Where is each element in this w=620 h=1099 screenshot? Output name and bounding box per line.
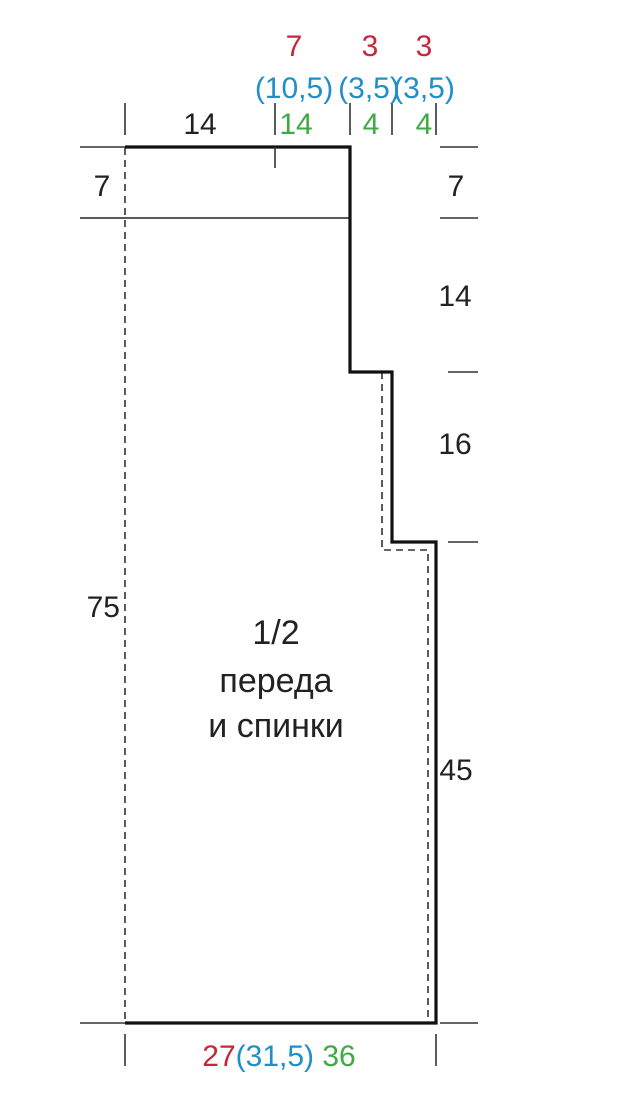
bottom-gap: [314, 1040, 322, 1073]
bottom-width: 27(31,5) 36: [202, 1040, 355, 1073]
right-shoulder-height: 7: [448, 170, 465, 203]
bottom-size2: (31,5): [236, 1040, 314, 1073]
seam-lines: [124, 148, 429, 1022]
top-size3-neck: 14: [279, 108, 312, 141]
piece-outline: [125, 145, 438, 1025]
top-size1-shoulder-b: 3: [416, 30, 433, 63]
piece-label-back: и спинки: [208, 707, 344, 745]
left-shoulder-height: 7: [94, 170, 111, 203]
piece-label-front: переда: [219, 662, 332, 700]
top-size2-neck: (10,5): [255, 72, 333, 105]
left-total-length: 75: [87, 591, 120, 624]
top-size2-shoulder-a: (3,5): [338, 72, 400, 105]
top-size3-shoulder-b: 4: [416, 108, 433, 141]
top-size2-shoulder-b: (3,5): [393, 72, 455, 105]
right-side-length: 45: [439, 754, 472, 787]
right-armhole-height: 16: [438, 428, 471, 461]
top-dimensions: 7 3 3 (10,5) (3,5) (3,5) 14 14 4 4: [183, 30, 455, 141]
bottom-size1: 27: [202, 1040, 235, 1073]
top-size3-shoulder-a: 4: [363, 108, 380, 141]
armhole-seam-line: [381, 372, 429, 1022]
bottom-size3: 36: [322, 1040, 355, 1073]
top-size1-neck: 7: [286, 30, 303, 63]
right-upper-height: 14: [438, 280, 471, 313]
top-size1-shoulder-a: 3: [362, 30, 379, 63]
left-dimensions: 7 75: [87, 170, 120, 624]
top-left-width: 14: [183, 108, 216, 141]
piece-label-fraction: 1/2: [252, 614, 299, 652]
dimension-ticks: [80, 103, 478, 1066]
right-dimensions: 7 14 16 45: [438, 170, 472, 787]
piece-label: 1/2 переда и спинки: [208, 614, 344, 745]
